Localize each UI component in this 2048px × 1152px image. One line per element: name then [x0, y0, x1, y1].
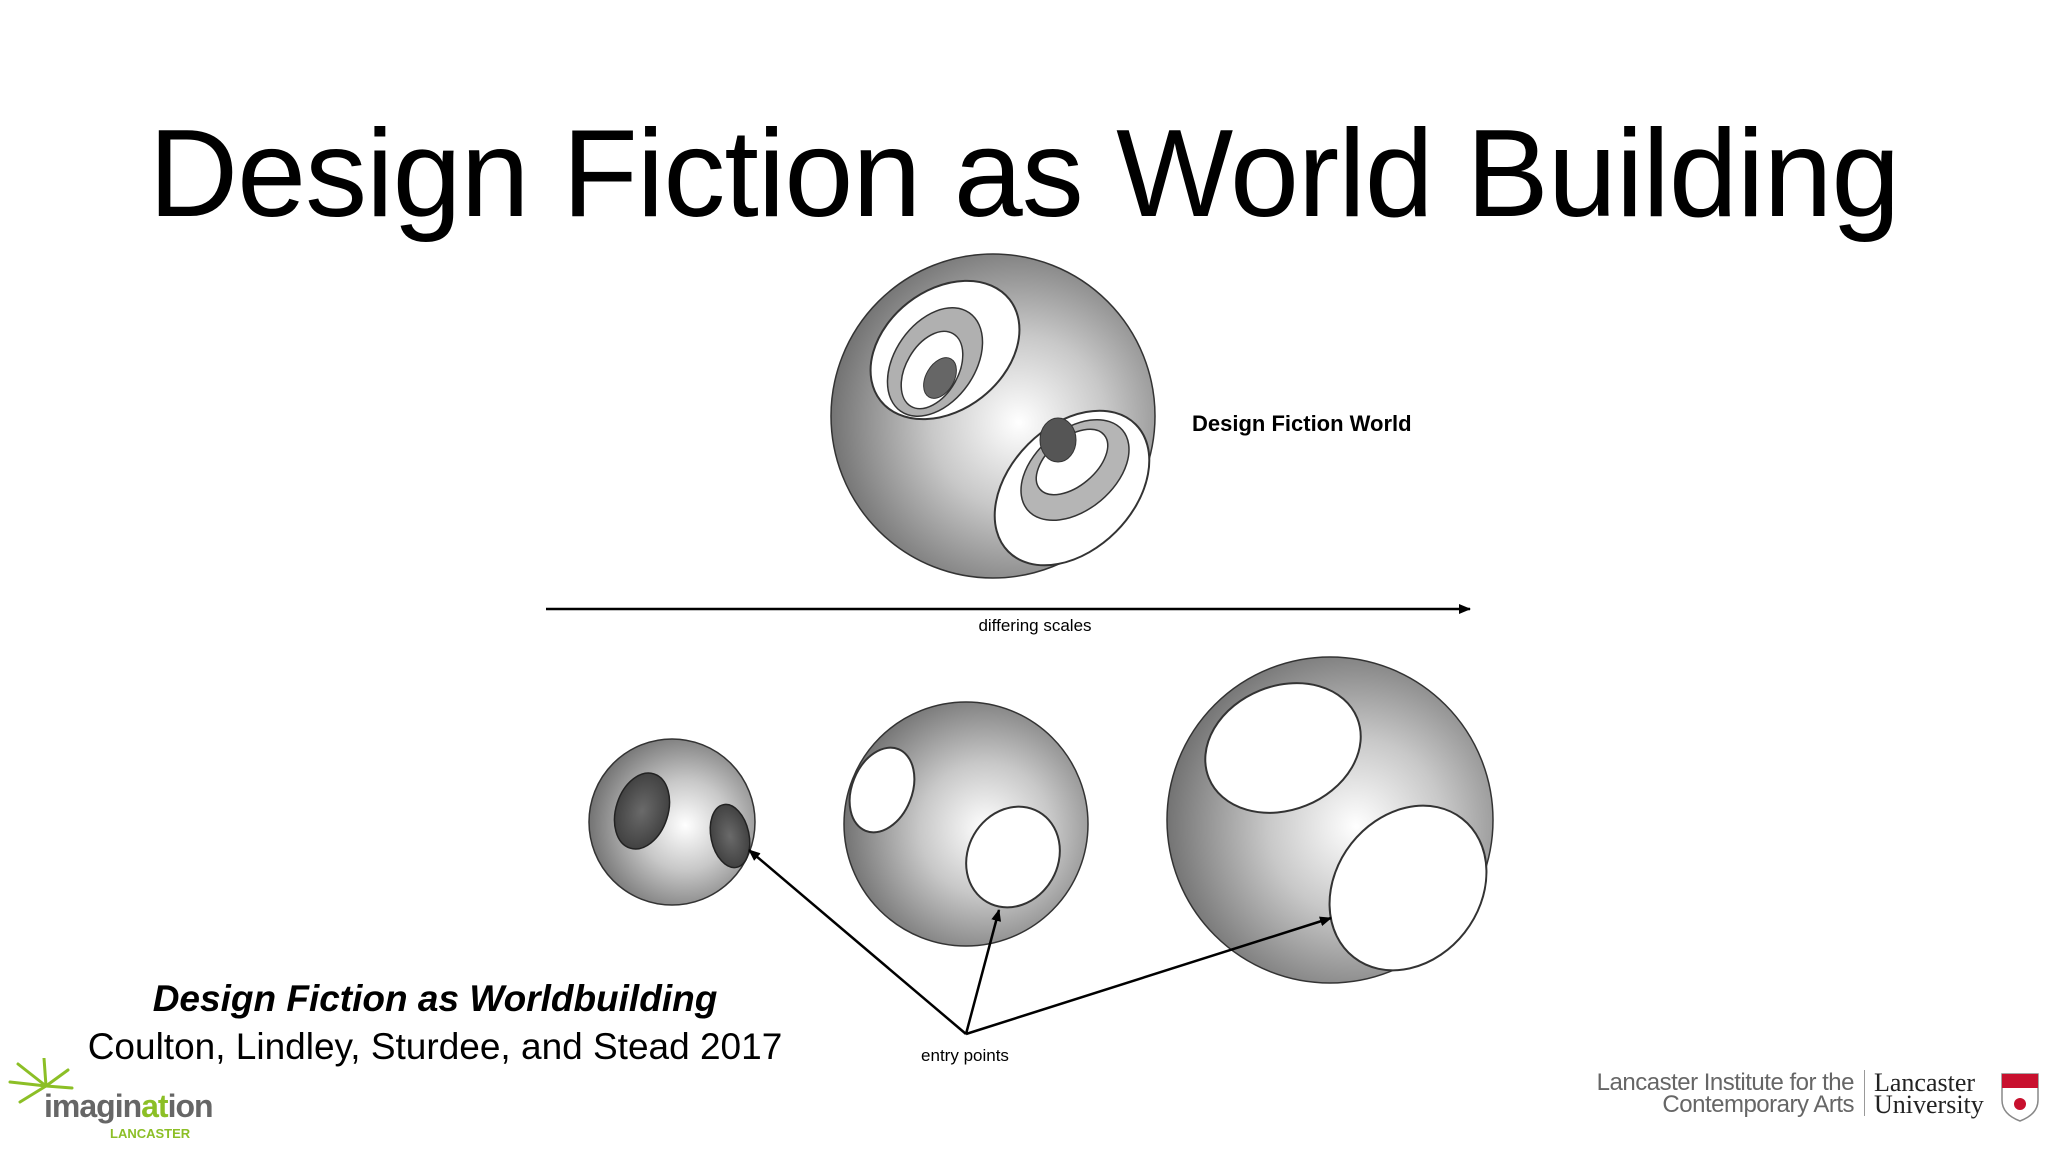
lica-logo: Lancaster Institute for the Contemporary…	[1596, 1069, 1855, 1118]
medium-sphere-hole-right	[965, 805, 1061, 909]
lica-line2: Contemporary Arts	[1662, 1091, 1854, 1118]
large-sphere-hole-upper	[1204, 682, 1362, 814]
entry-point-arrows	[748, 849, 1332, 1036]
citation: Design Fiction as Worldbuilding Coulton,…	[40, 978, 830, 1068]
scale-label: differing scales	[978, 616, 1091, 635]
world-label: Design Fiction World	[1192, 411, 1412, 436]
citation-title: Design Fiction as Worldbuilding	[152, 978, 718, 1019]
world-opening-lower	[993, 409, 1151, 567]
small-sphere-hole-right	[709, 803, 751, 869]
spark-icon	[8, 1058, 74, 1104]
logo-divider	[1864, 1070, 1865, 1116]
small-sphere-hole-left	[613, 772, 671, 850]
small-sphere	[588, 738, 756, 906]
lica-line1: Lancaster Institute for the	[1596, 1069, 1855, 1096]
entry-arrow-small	[748, 849, 967, 1035]
imagination-sub: LANCASTER	[110, 1126, 191, 1141]
lu-line2: University	[1874, 1090, 1984, 1119]
entry-arrow-large	[965, 916, 1332, 1036]
large-sphere	[1166, 656, 1494, 984]
medium-sphere-hole-left	[848, 746, 916, 834]
imagination-wordmark: imagination	[44, 1088, 214, 1124]
citation-authors: Coulton, Lindley, Sturdee, and Stead 201…	[87, 1026, 783, 1067]
world-opening-upper	[869, 279, 1021, 421]
imagination-lancaster-logo: imagination LANCASTER	[6, 1058, 216, 1141]
entry-label: entry points	[921, 1046, 1009, 1065]
slide-title: Design Fiction as World Building	[148, 105, 1901, 243]
lancaster-university-logo: Lancaster University	[1874, 1068, 1984, 1119]
medium-sphere	[843, 701, 1089, 947]
world-sphere	[830, 253, 1156, 579]
crest-icon	[2001, 1073, 2039, 1122]
large-sphere-hole-lower	[1328, 804, 1488, 972]
lu-line1: Lancaster	[1874, 1068, 1976, 1097]
entry-arrow-medium	[964, 909, 1002, 1035]
